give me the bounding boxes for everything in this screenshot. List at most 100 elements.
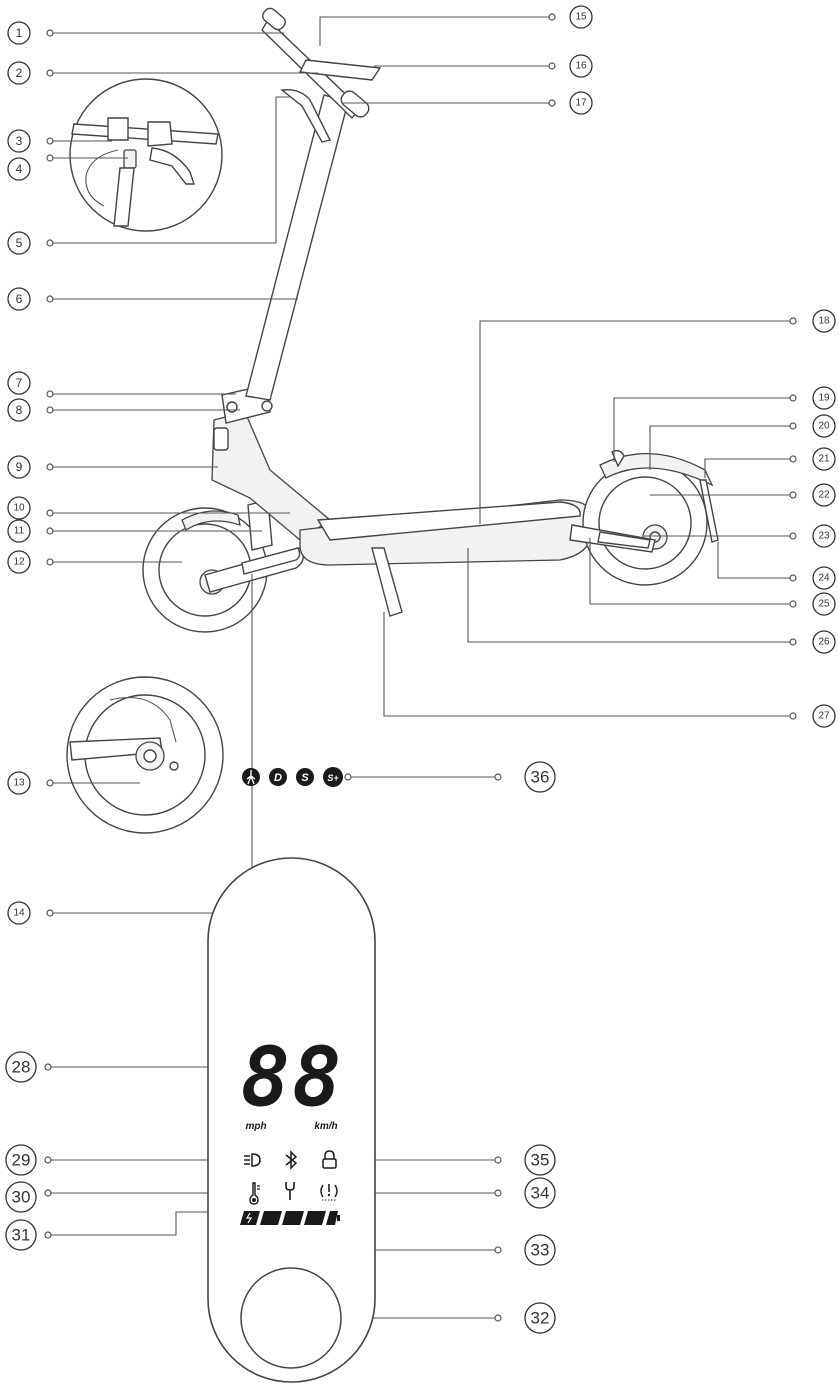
callout-6: 6	[7, 287, 31, 311]
callout-20: 20	[812, 414, 836, 438]
callout-7: 7	[7, 371, 31, 395]
callout-29: 29	[5, 1144, 37, 1176]
callout-36: 36	[524, 761, 556, 793]
svg-text:30: 30	[12, 1188, 31, 1207]
svg-text:23: 23	[818, 531, 830, 542]
svg-text:19: 19	[818, 393, 830, 404]
power-button	[240, 1267, 342, 1369]
callout-34: 34	[524, 1177, 556, 1209]
svg-text:13: 13	[13, 778, 25, 789]
scooter-illustration	[66, 7, 719, 834]
mode-s-icon	[296, 768, 314, 786]
bluetooth-icon	[285, 1150, 298, 1170]
callout-22: 22	[812, 483, 836, 507]
svg-text:25: 25	[818, 599, 830, 610]
svg-text:28: 28	[12, 1058, 31, 1077]
svg-text:22: 22	[818, 490, 830, 501]
callout-4: 4	[7, 157, 31, 181]
callout-13: 13	[7, 771, 31, 795]
callout-31: 31	[5, 1219, 37, 1251]
callout-10: 10	[7, 496, 31, 520]
callout-8: 8	[7, 398, 31, 422]
battery-segment-2	[282, 1211, 304, 1225]
svg-text:14: 14	[13, 908, 25, 919]
svg-text:10: 10	[13, 503, 25, 514]
battery-segment-4	[326, 1211, 338, 1225]
callout-18: 18	[812, 309, 836, 333]
dashboard-display: D S S+ 88 mph km/h	[207, 767, 376, 1383]
callout-27: 27	[812, 704, 836, 728]
svg-text:2: 2	[16, 66, 23, 80]
callout-9: 9	[7, 455, 31, 479]
callout-35: 35	[524, 1144, 556, 1176]
svg-text:7: 7	[16, 376, 23, 390]
callout-2: 2	[7, 61, 31, 85]
wrench-icon	[285, 1182, 295, 1200]
callout-28: 28	[5, 1051, 37, 1083]
mode-s-plus-icon	[323, 767, 343, 787]
speed-digits: 88	[241, 1031, 344, 1126]
battery-segment-1	[260, 1211, 282, 1225]
callout-11: 11	[7, 519, 31, 543]
callout-26: 26	[812, 630, 836, 654]
svg-text:35: 35	[531, 1151, 550, 1170]
mode-s-label: S	[301, 772, 309, 784]
svg-text:18: 18	[818, 316, 830, 327]
callout-25: 25	[812, 592, 836, 616]
svg-text:11: 11	[14, 526, 25, 537]
svg-text:6: 6	[16, 292, 23, 306]
callout-5: 5	[7, 231, 31, 255]
svg-text:17: 17	[575, 98, 587, 109]
brake-warning-icon	[320, 1184, 338, 1201]
battery-icon	[240, 1211, 340, 1225]
svg-text:16: 16	[575, 61, 587, 72]
svg-text:29: 29	[12, 1151, 31, 1170]
mode-s-plus-label: S+	[327, 773, 339, 783]
svg-text:15: 15	[575, 12, 587, 23]
kickstand	[371, 547, 403, 617]
svg-text:1: 1	[16, 26, 23, 40]
svg-text:3: 3	[16, 134, 23, 148]
callout-15: 15	[569, 5, 593, 29]
callout-12: 12	[7, 550, 31, 574]
svg-text:8: 8	[16, 403, 23, 417]
rear-fender	[599, 452, 714, 487]
battery-segment-3	[304, 1211, 326, 1225]
callout-24: 24	[812, 566, 836, 590]
callout-33: 33	[524, 1234, 556, 1266]
svg-text:32: 32	[531, 1309, 550, 1328]
callout-21: 21	[812, 447, 836, 471]
svg-text:21: 21	[818, 454, 830, 465]
callout-16: 16	[569, 54, 593, 78]
svg-text:4: 4	[16, 162, 23, 176]
brake-lever-inset	[69, 78, 223, 232]
unit-kmh: km/h	[314, 1121, 337, 1132]
svg-text:20: 20	[818, 421, 830, 432]
stem-tube	[245, 94, 349, 401]
svg-text:36: 36	[531, 768, 550, 787]
temperature-icon	[249, 1182, 260, 1205]
mode-d-label: D	[274, 772, 282, 784]
callout-23: 23	[812, 524, 836, 548]
svg-text:34: 34	[531, 1184, 550, 1203]
callout-14: 14	[7, 901, 31, 925]
svg-text:24: 24	[818, 573, 830, 584]
rear-wheel	[582, 460, 708, 586]
mode-d-icon	[269, 768, 287, 786]
mode-icons: D S S+	[242, 767, 343, 787]
callout-32: 32	[524, 1302, 556, 1334]
callouts: 1 2 3 4 5 6 7 8 9 10 11 12 13 14 15 16 1…	[5, 5, 836, 1334]
svg-text:33: 33	[531, 1241, 550, 1260]
svg-text:9: 9	[16, 460, 23, 474]
svg-text:31: 31	[12, 1226, 31, 1245]
display-housing	[207, 857, 376, 1383]
headlight-icon	[244, 1153, 261, 1167]
svg-text:5: 5	[16, 236, 23, 250]
svg-text:12: 12	[13, 557, 25, 568]
callout-30: 30	[5, 1181, 37, 1213]
unit-mph: mph	[245, 1121, 266, 1132]
svg-text:27: 27	[818, 711, 830, 722]
svg-text:26: 26	[818, 637, 830, 648]
callout-3: 3	[7, 129, 31, 153]
